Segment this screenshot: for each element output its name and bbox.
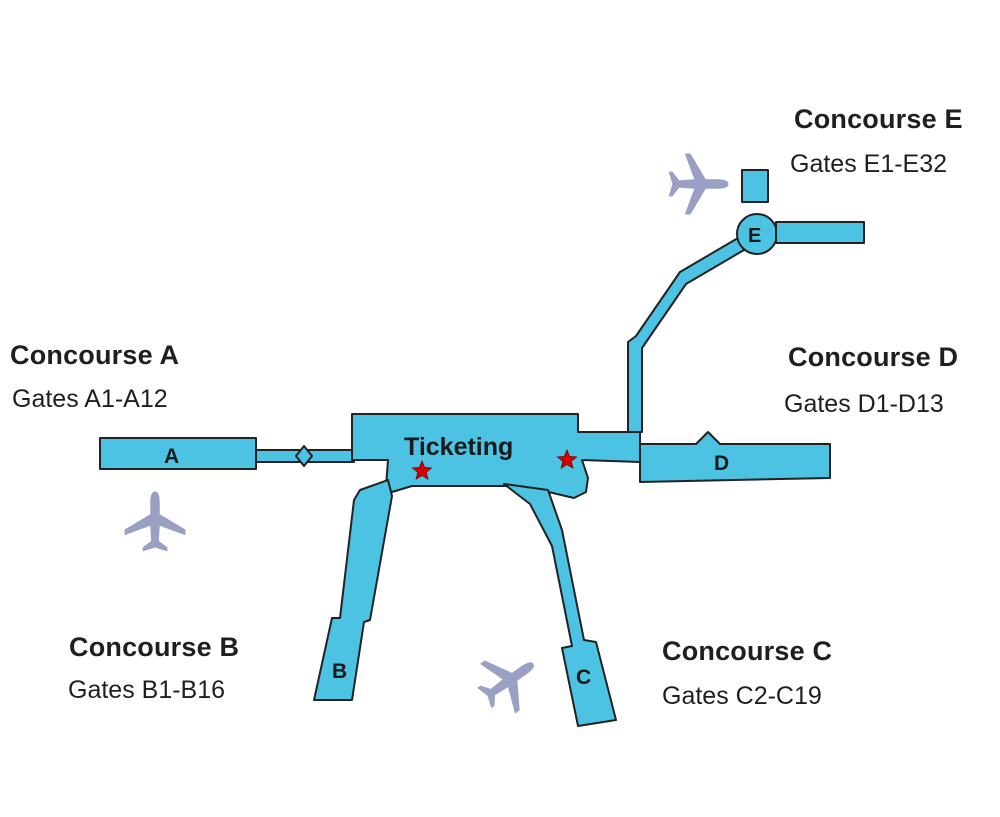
concourse-e-gates: Gates E1-E32 [790, 150, 948, 178]
concourse-e-connector [627, 237, 745, 433]
concourse-e-north-pier[interactable] [741, 169, 769, 203]
concourse-e-letter: E [748, 225, 761, 247]
concourse-a-pier[interactable] [99, 437, 257, 470]
concourse-c-pier[interactable] [503, 483, 617, 727]
concourse-b-gates: Gates B1-B16 [68, 676, 226, 704]
concourse-a-connector-node [295, 445, 313, 467]
star-icon [556, 448, 578, 469]
concourse-b-letter: B [332, 660, 347, 683]
airplane-icon [668, 153, 729, 215]
concourse-a-title: Concourse A [10, 340, 180, 370]
concourse-d-letter: D [714, 452, 729, 475]
concourse-d-gates: Gates D1-D13 [784, 390, 944, 418]
airplane-icon [466, 638, 551, 723]
concourse-e-title: Concourse E [794, 104, 963, 134]
concourse-a-gates: Gates A1-A12 [12, 385, 168, 413]
concourse-c-title: Concourse C [662, 636, 833, 666]
concourse-e-east-pier[interactable] [775, 221, 865, 244]
star-icon [411, 459, 433, 480]
ticketing-label: Ticketing [404, 433, 513, 461]
airplane-icon [124, 491, 186, 552]
concourse-b-title: Concourse B [69, 632, 240, 662]
concourse-c-gates: Gates C2-C19 [662, 682, 822, 710]
concourse-b-pier[interactable] [313, 479, 393, 701]
concourse-d-pier[interactable] [639, 431, 831, 483]
concourse-d-title: Concourse D [788, 342, 959, 372]
concourse-a-letter: A [164, 445, 179, 468]
concourse-c-letter: C [576, 666, 591, 689]
